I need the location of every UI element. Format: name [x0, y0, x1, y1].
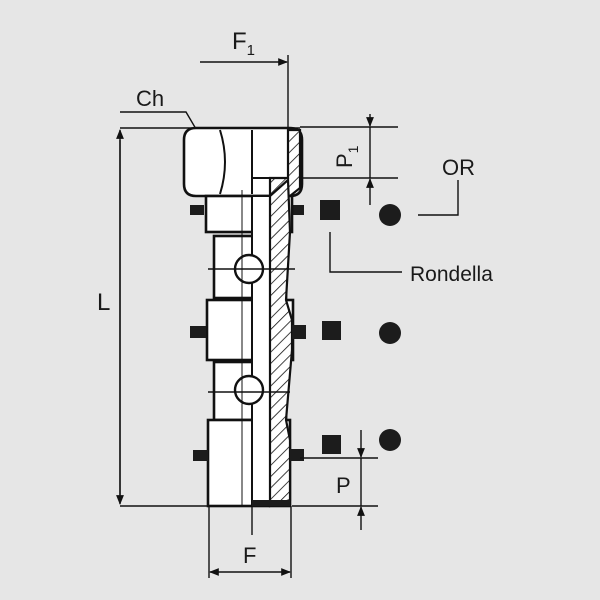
washer-left-3	[193, 450, 208, 461]
l-label: L	[97, 289, 110, 316]
rondella-label: Rondella	[410, 263, 493, 286]
p-label: P	[336, 473, 351, 498]
port-hole-2	[233, 374, 265, 406]
rondella-symbol-1	[320, 200, 340, 220]
washer-left-1	[190, 205, 204, 215]
washer-right-3	[290, 449, 304, 461]
or-symbol-3	[379, 429, 401, 451]
p1-label: P1	[332, 145, 361, 168]
dimension-f1: F1	[200, 28, 289, 128]
f1-label: F1	[232, 28, 255, 59]
rondella-symbol-2	[322, 321, 341, 340]
or-label: OR	[442, 155, 475, 180]
rondella-callout: Rondella	[329, 232, 493, 286]
rondella-symbol-3	[322, 435, 341, 454]
or-leader-line	[418, 180, 459, 216]
rondella-leader-line	[329, 232, 402, 273]
or-callout: OR	[418, 155, 475, 216]
section-hatching	[268, 177, 294, 508]
or-symbol-1	[379, 204, 401, 226]
washer-right-1	[292, 205, 304, 215]
or-symbol-2	[379, 322, 401, 344]
hex-size-callout: Ch	[120, 86, 210, 150]
fitting-body	[182, 126, 306, 508]
dimension-p: P	[292, 430, 378, 530]
f-label: F	[243, 543, 256, 568]
washer-right-2	[292, 325, 306, 339]
dimension-f: F	[208, 506, 292, 578]
ch-label: Ch	[136, 86, 164, 111]
center-bore	[251, 195, 271, 507]
washer-left-2	[190, 326, 206, 338]
dimension-p1: P1	[300, 114, 398, 205]
